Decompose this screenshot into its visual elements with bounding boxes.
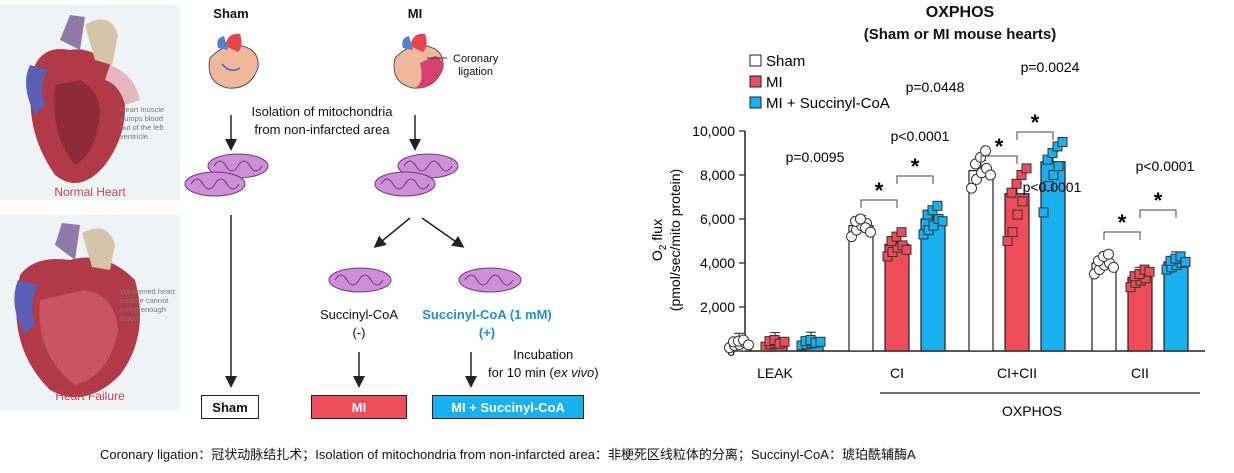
data-point: [1057, 137, 1068, 147]
legend-swatch-0: [749, 54, 762, 67]
data-point: [937, 216, 948, 227]
sig-bracket: [1103, 231, 1141, 240]
data-point: [855, 213, 866, 225]
data-point: [1038, 207, 1049, 218]
legend-label-0: Sham: [766, 53, 805, 70]
heart-failure-note: Weakened heart muscle cannot pump enough…: [120, 287, 175, 323]
chart-subtitle: (Sham or MI mouse hearts): [863, 26, 1057, 43]
data-point: [743, 339, 754, 351]
sig-star: *: [1118, 210, 1127, 235]
succ-minus-label: Succinyl-CoA (-): [319, 307, 399, 340]
data-point: [1108, 261, 1119, 273]
incubation-label: Incubation for 10 min (ex vivo): [488, 347, 599, 380]
y-tick-label: 4,000: [700, 255, 735, 271]
coronary-ligation-label: Coronary ligation: [453, 53, 499, 78]
data-point: [865, 226, 876, 238]
normal-heart-illustration: Heart muscle pumps blood out of the left…: [0, 5, 180, 200]
data-point: [901, 244, 912, 255]
sham-group-box: Sham: [201, 395, 259, 419]
data-point: [1012, 209, 1023, 220]
bar-2-3: [1163, 261, 1189, 352]
x-group-label: OXPHOS: [1002, 403, 1062, 419]
data-point: [1006, 187, 1017, 198]
bar-0-1: [848, 225, 874, 352]
x-tick-label: LEAK: [757, 365, 793, 381]
bar-2-2: [1040, 161, 1066, 352]
data-point: [1007, 227, 1018, 238]
succ-plus-mitochondria-icon: [458, 267, 522, 293]
data-point: [985, 169, 996, 181]
flow-arrows: [225, 115, 477, 388]
x-tick-label: CI: [890, 365, 904, 381]
data-point: [1053, 161, 1064, 172]
sham-header: Sham: [213, 6, 249, 21]
sham-heart-icon: [208, 33, 259, 89]
data-point: [966, 182, 977, 194]
p-value-label: p<0.0001: [891, 128, 950, 144]
sig-bracket: [860, 199, 898, 208]
sig-bracket: [896, 175, 934, 184]
data-point: [1180, 256, 1191, 267]
sig-star: *: [1031, 110, 1040, 135]
normal-heart-caption: Normal Heart: [54, 185, 126, 199]
data-point: [815, 336, 826, 347]
failing-heart-icon: [0, 215, 180, 410]
data-point: [980, 145, 991, 157]
mi-group-box: MI: [311, 395, 407, 419]
mi-header: MI: [407, 6, 423, 21]
succ-plus-label: Succinyl-CoA (1 mM) (+): [422, 307, 552, 340]
y-axis-label-units: (pmol/sec/mito protein): [667, 169, 683, 311]
p-value-label: p=0.0024: [1021, 59, 1080, 75]
x-tick-label: CII: [1131, 365, 1149, 381]
isolation-label: Isolation of mitochondria from non-infar…: [251, 104, 393, 137]
mi-mitochondria-icon: [374, 153, 459, 197]
data-point: [1002, 236, 1013, 246]
legend-swatch-2: [749, 96, 762, 109]
x-tick-label: CI+CII: [997, 365, 1037, 381]
y-axis-label: O2 flux: [649, 219, 669, 261]
data-point: [932, 200, 943, 211]
legend-swatch-1: [749, 75, 762, 88]
p-value-label: p<0.0001: [1023, 179, 1082, 195]
data-point: [1043, 181, 1054, 191]
p-value-label: p=0.0448: [906, 79, 965, 95]
normal-heart-note: Heart muscle pumps blood out of the left…: [120, 105, 165, 141]
legend-label-2: MI + Succinyl-CoA: [766, 95, 890, 112]
data-point: [1021, 163, 1032, 174]
heart-failure-illustration: Weakened heart muscle cannot pump enough…: [0, 215, 180, 410]
p-value-label: p=0.0095: [786, 149, 845, 165]
sig-bracket: [1016, 131, 1054, 140]
data-point: [1017, 196, 1028, 207]
bar-1-1: [884, 243, 910, 352]
data-point: [1144, 266, 1155, 277]
mi-succ-group-box: MI + Succinyl-CoA: [432, 395, 584, 419]
heart-failure-caption: Heart Failure: [55, 389, 125, 403]
p-value-label: p<0.0001: [1136, 158, 1195, 174]
footer-caption: Coronary ligation：冠状动脉结扎术；Isolation of m…: [100, 447, 916, 462]
sig-bracket: [1139, 209, 1177, 218]
data-point: [1011, 178, 1022, 189]
chart-title: OXPHOS: [925, 4, 995, 21]
succ-minus-mitochondria-icon: [328, 267, 392, 293]
y-tick-label: 10,000: [692, 123, 735, 139]
y-tick-label: 6,000: [700, 211, 735, 227]
data-point: [1103, 248, 1114, 260]
sham-mitochondria-icon: [184, 153, 269, 197]
normal-heart-icon: [0, 5, 180, 200]
sig-star: *: [995, 134, 1004, 159]
sig-star: *: [1154, 188, 1163, 213]
bar-0-2: [968, 169, 994, 352]
data-point: [896, 227, 907, 238]
sig-star: *: [911, 154, 920, 179]
y-tick-label: 8,000: [700, 167, 735, 183]
sig-bracket: [980, 155, 1018, 164]
sig-star: *: [875, 178, 884, 203]
data-point: [779, 336, 790, 347]
legend-label-1: MI: [766, 74, 783, 91]
mi-heart-icon: [393, 33, 447, 89]
y-tick-label: 2,000: [700, 299, 735, 315]
